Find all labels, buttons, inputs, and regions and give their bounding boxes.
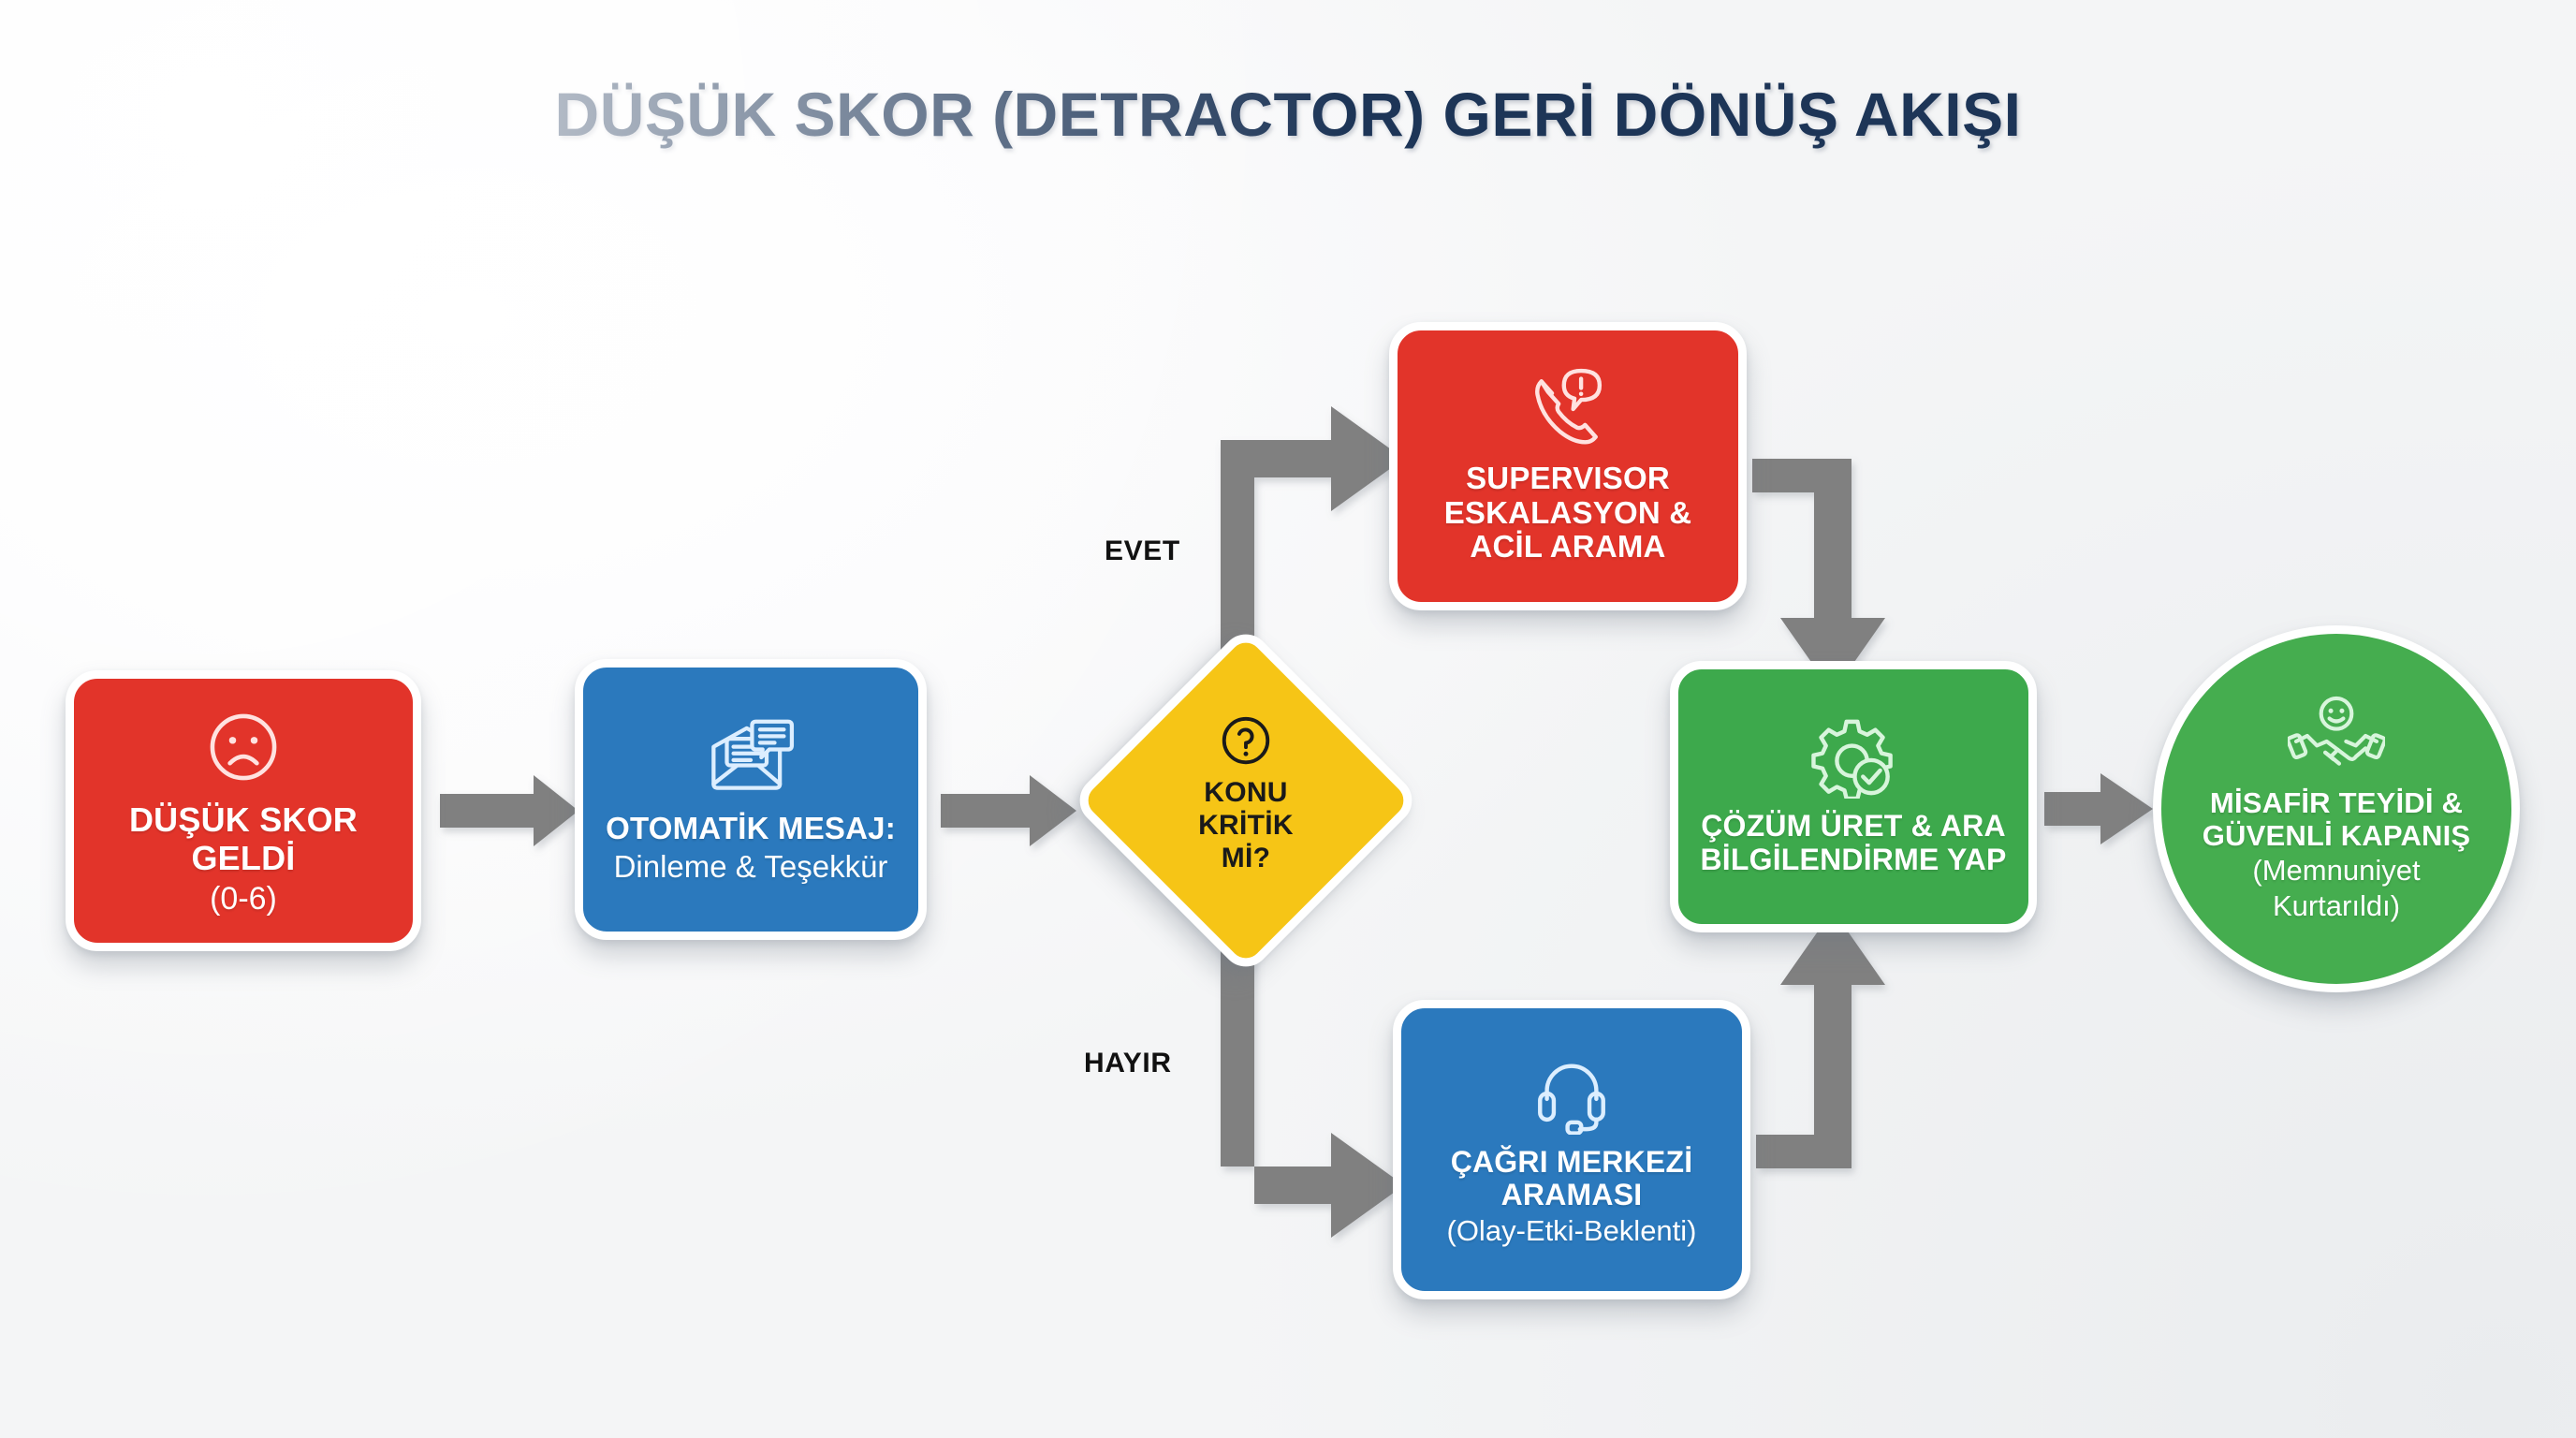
node-auto-message-title-1: OTOMATİK MESAJ: [606,811,896,846]
node-low-score-title-1: DÜŞÜK SKOR [128,800,358,840]
edge-solution-to-confirmation [2044,773,2153,844]
branch-label-yes: EVET [1105,536,1180,566]
branch-label-no: HAYIR [1084,1048,1172,1078]
node-solution-title-1: ÇÖZÜM ÜRET & ARA [1701,809,2006,844]
node-low-score-title-2: GELDİ [191,838,296,877]
node-supervisor-escalation[interactable]: SUPERVISOR ESKALASYON & ACİL ARAMA [1389,322,1747,610]
node-call-center-sub-1: (Olay-Etki-Beklenti) [1446,1214,1697,1248]
page-title: DÜŞÜK SKOR (DETRACTOR) GERİ DÖNÜŞ AKIŞI [554,80,2022,149]
edge-call-center-to-solution [1756,910,1885,1168]
edge-supervisor-to-solution [1752,459,1885,693]
edge-decision-to-call-center [1221,906,1404,1238]
envelope-chat-icon [703,714,798,800]
phone-alert-icon [1523,368,1613,450]
node-auto-message-sub-1: Dinleme & Teşekkür [613,849,888,885]
node-confirmation-sub-2: Kurtarıldı) [2272,888,2401,922]
node-supervisor-title-3: ACİL ARAMA [1470,529,1666,565]
edge-low-score-to-auto-message [440,775,578,846]
node-confirmation-title-1: MİSAFİR TEYİDİ & [2209,785,2464,819]
node-confirmation-title-2: GÜVENLİ KAPANIŞ [2202,818,2471,852]
node-auto-message[interactable]: OTOMATİK MESAJ: Dinleme & Teşekkür [575,659,927,940]
node-low-score[interactable]: DÜŞÜK SKOR GELDİ (0-6) [66,670,421,951]
node-supervisor-title-2: ESKALASYON & [1443,494,1692,530]
node-solution[interactable]: ÇÖZÜM ÜRET & ARA BİLGİLENDİRME YAP [1670,661,2037,932]
handshake-smiley-icon [2286,696,2387,776]
edge-decision-to-supervisor [1221,406,1404,695]
edge-auto-message-to-decision [941,775,1076,846]
node-call-center[interactable]: ÇAĞRI MERKEZİ ARAMASI (Olay-Etki-Beklent… [1393,1000,1750,1299]
sad-face-icon [200,704,286,790]
node-confirmation-sub-1: (Memnuniyet [2252,854,2421,888]
node-call-center-title-2: ARAMASI [1500,1178,1643,1212]
node-solution-title-2: BİLGİLENDİRME YAP [1700,843,2007,876]
node-supervisor-title-1: SUPERVISOR [1466,460,1670,495]
node-guest-confirmation[interactable]: MİSAFİR TEYİDİ & GÜVENLİ KAPANIŞ (Memnun… [2153,625,2520,992]
node-low-score-sub-1: (0-6) [210,880,277,917]
headset-icon [1530,1052,1613,1136]
gear-check-icon [1810,716,1896,801]
node-call-center-title-1: ÇAĞRI MERKEZİ [1450,1144,1693,1179]
